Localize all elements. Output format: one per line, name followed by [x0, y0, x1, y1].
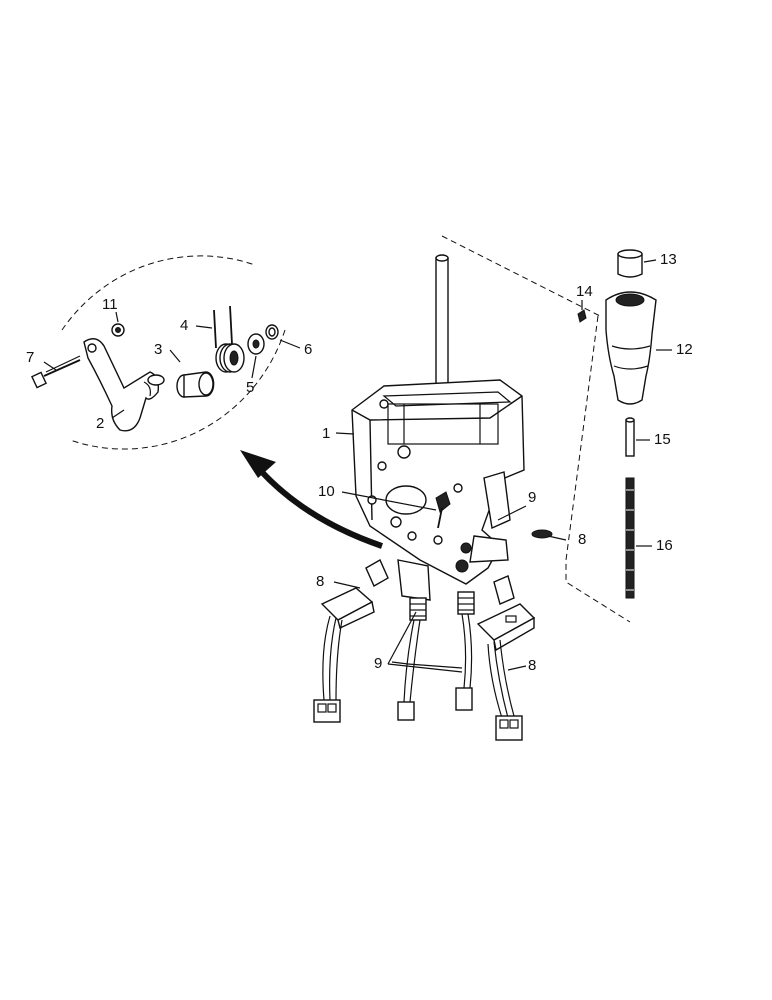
- leader-lines: [43, 259, 672, 673]
- detail-lever-2: [83, 338, 165, 432]
- pin-10: [435, 491, 451, 529]
- callout-9-lower: 9: [374, 655, 382, 672]
- callout-7: 7: [26, 349, 34, 366]
- detail-bushing-3: [176, 371, 215, 398]
- detail-bolt-7: [31, 355, 81, 389]
- callout-1: 1: [322, 425, 330, 442]
- callout-8-right-washer: 8: [578, 531, 586, 548]
- set-screw-14: [577, 309, 587, 323]
- knob-handle-12: [605, 291, 657, 405]
- callout-15: 15: [654, 431, 671, 448]
- callout-4: 4: [180, 317, 188, 334]
- detail-spring-4: [213, 305, 245, 373]
- callout-2: 2: [96, 415, 104, 432]
- callout-11: 11: [102, 296, 118, 313]
- callout-12: 12: [676, 341, 693, 358]
- detail-reference-arrow: [240, 450, 383, 549]
- knob-cap-13: [617, 249, 643, 278]
- sensor-9-left: [397, 597, 427, 721]
- callout-9-upper: 9: [528, 489, 536, 506]
- detail-clip-6: [265, 324, 279, 340]
- callout-10: 10: [318, 483, 335, 500]
- switch-8-right: [476, 575, 536, 741]
- detail-nut-11: [111, 323, 125, 337]
- knob-alignment-lines: [441, 235, 631, 623]
- washer-8-right: [531, 529, 553, 539]
- detail-view-circle: [61, 255, 286, 450]
- callout-13: 13: [660, 251, 677, 268]
- callout-3: 3: [154, 341, 162, 358]
- callout-6: 6: [304, 341, 312, 358]
- callout-8-left-switch: 8: [316, 573, 324, 590]
- callout-labels: 7 11 2 3 4 5 6 1 10 9 8 8 9 8 13 14 12 1…: [26, 251, 693, 674]
- callout-8-right-switch: 8: [528, 657, 536, 674]
- callout-16: 16: [656, 537, 673, 554]
- pin-15: [625, 417, 635, 457]
- switch-8-left: [313, 559, 389, 723]
- callout-5: 5: [246, 379, 254, 396]
- threaded-rod-16: [625, 477, 635, 599]
- callout-14: 14: [576, 283, 593, 300]
- gear-housing-1: [351, 379, 525, 601]
- detail-washer-5: [247, 333, 265, 355]
- sensor-9-right: [455, 591, 475, 711]
